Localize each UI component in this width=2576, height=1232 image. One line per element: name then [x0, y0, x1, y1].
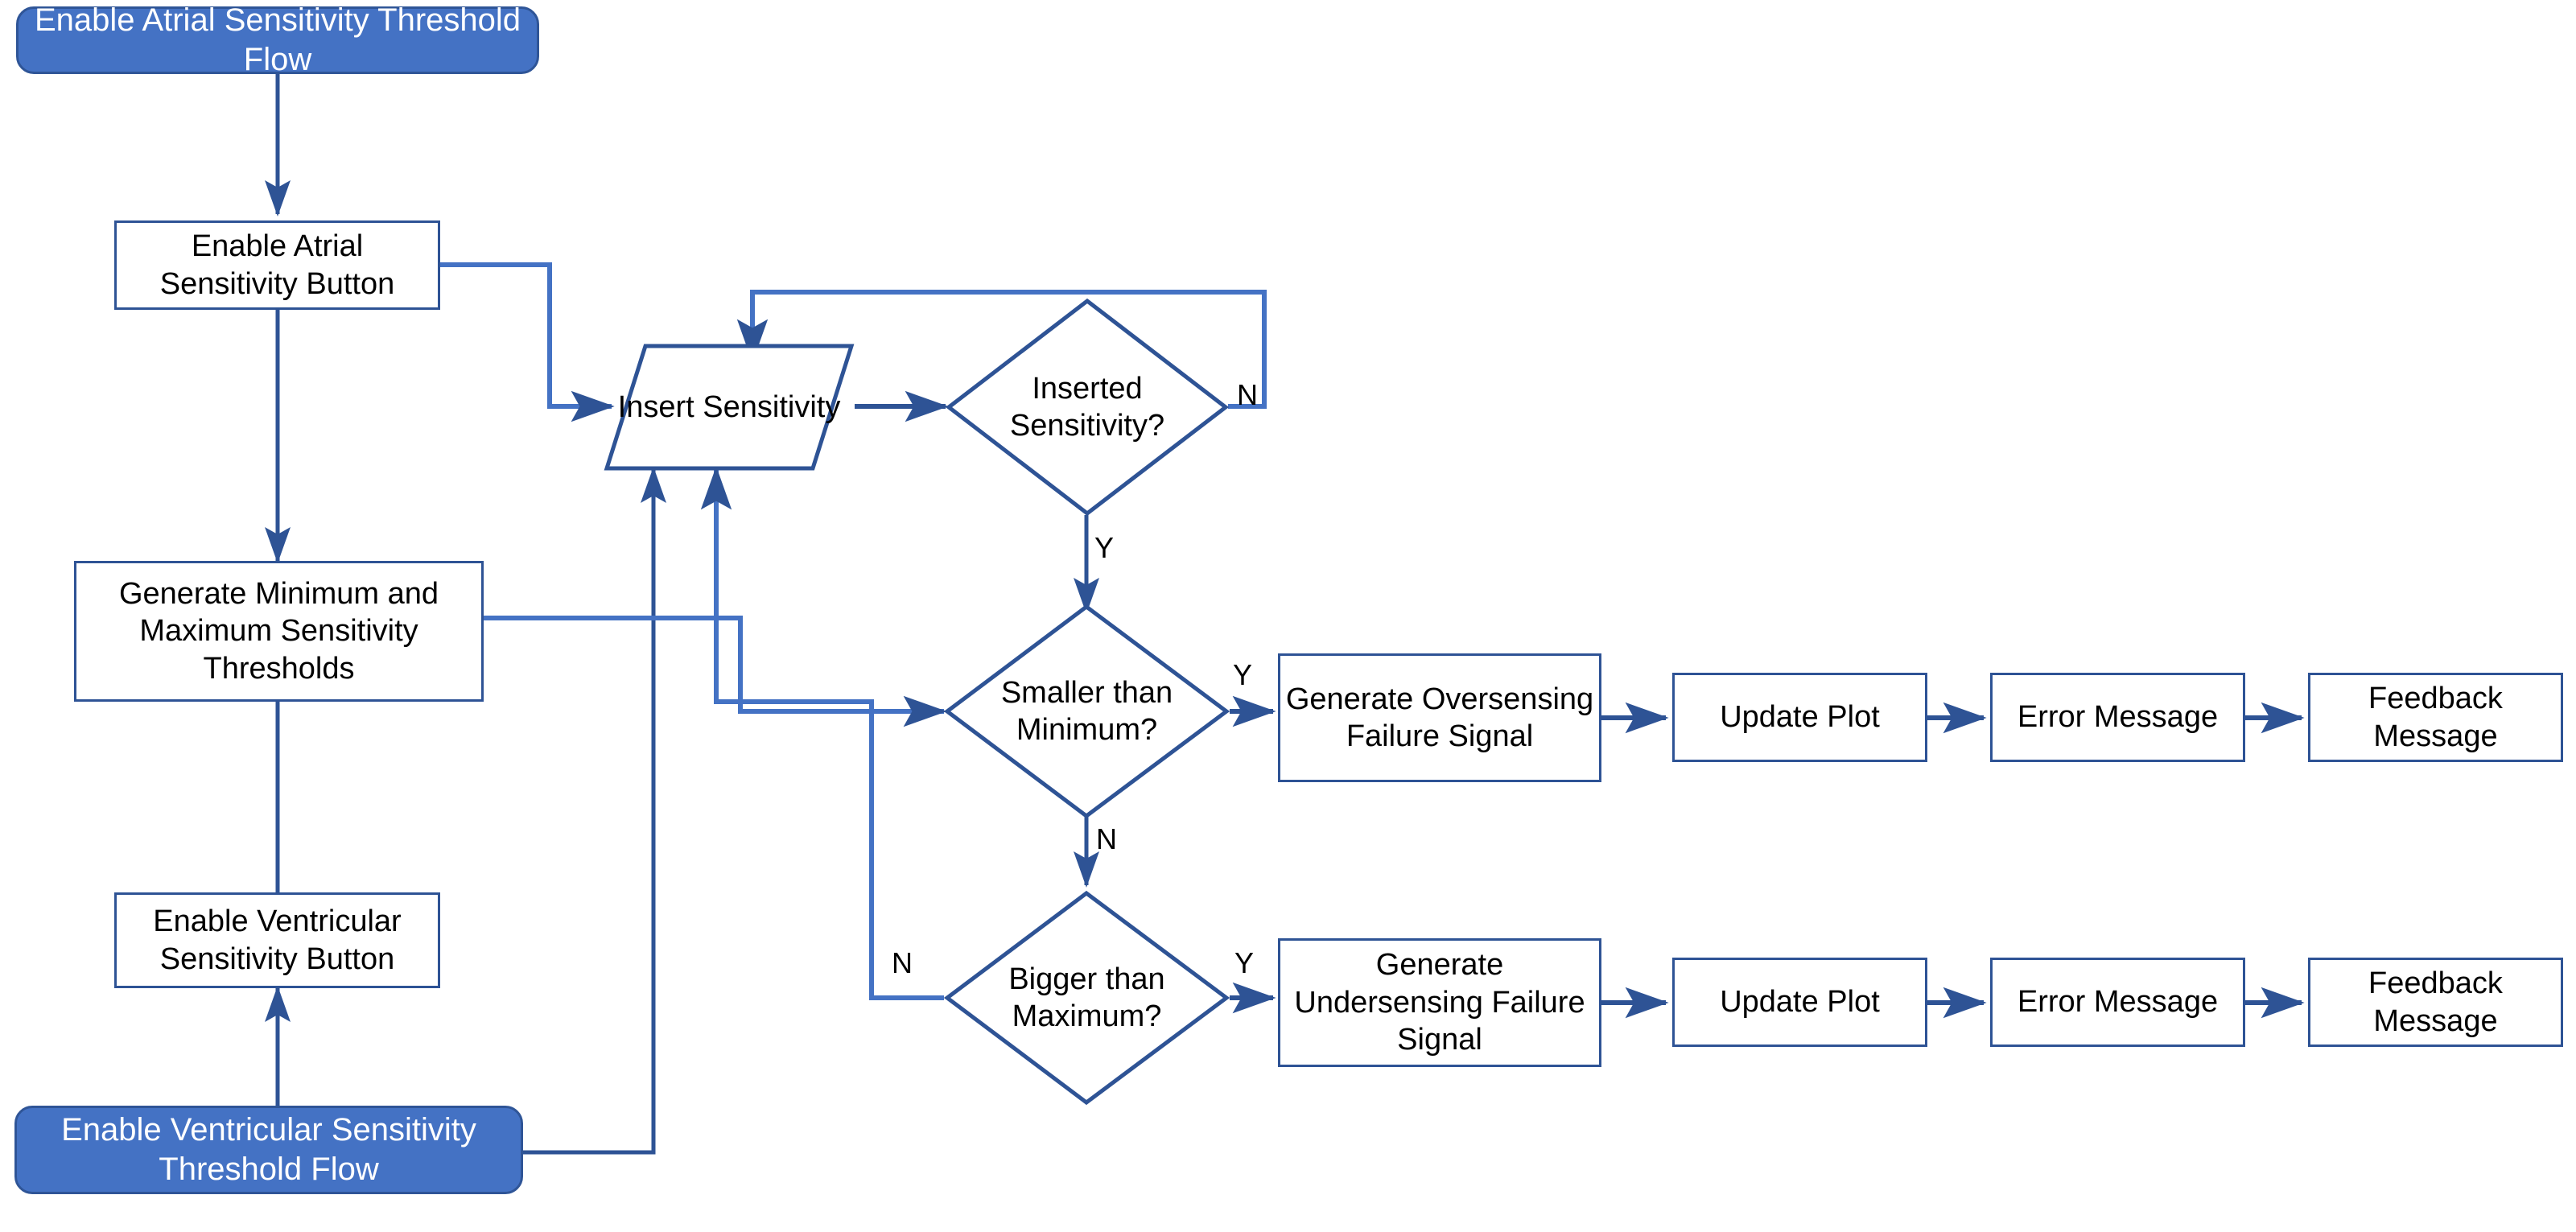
- node-feedback-message-bottom-label: Feedback Message: [2368, 966, 2503, 1038]
- node-ventricular-button[interactable]: Enable Ventricular Sensitivity Button: [114, 892, 440, 988]
- node-atrial-button-label: Enable Atrial Sensitivity Button: [159, 229, 395, 301]
- node-insert-sensitivity[interactable]: Insert Sensitivity: [604, 343, 855, 472]
- node-atrial-button[interactable]: Enable Atrial Sensitivity Button: [114, 220, 440, 310]
- node-update-plot-bottom[interactable]: Update Plot: [1672, 958, 1927, 1047]
- node-ventricular-flow-label: Enable Ventricular Sensitivity Threshold…: [61, 1112, 476, 1187]
- node-generate-undersensing[interactable]: Generate Undersensing Failure Signal: [1278, 938, 1601, 1067]
- node-smaller-than-minimum[interactable]: Smaller than Minimum?: [944, 604, 1230, 819]
- edge-label-inserted-no: N: [1237, 378, 1258, 411]
- node-generate-undersensing-label: Generate Undersensing Failure Signal: [1294, 948, 1585, 1057]
- node-update-plot-bottom-label: Update Plot: [1720, 985, 1880, 1020]
- node-generate-oversensing-label: Generate Oversensing Failure Signal: [1285, 682, 1594, 753]
- diamond-shape: [946, 298, 1229, 517]
- diamond-shape: [944, 890, 1230, 1106]
- node-feedback-message-top-label: Feedback Message: [2368, 682, 2503, 753]
- node-generate-oversensing[interactable]: Generate Oversensing Failure Signal: [1278, 653, 1601, 782]
- node-error-message-bottom-label: Error Message: [2017, 985, 2219, 1020]
- edge-label-inserted-yes: Y: [1094, 531, 1115, 564]
- node-inserted-sensitivity[interactable]: Inserted Sensitivity?: [946, 298, 1229, 517]
- node-ventricular-flow[interactable]: Enable Ventricular Sensitivity Threshold…: [14, 1106, 523, 1194]
- node-update-plot-top[interactable]: Update Plot: [1672, 673, 1927, 762]
- node-smaller-than-minimum-label: Smaller than Minimum?: [1000, 675, 1173, 747]
- node-bigger-than-maximum[interactable]: Bigger than Maximum?: [944, 890, 1230, 1106]
- node-feedback-message-top[interactable]: Feedback Message: [2308, 673, 2563, 762]
- node-inserted-sensitivity-label: Inserted Sensitivity?: [1009, 371, 1165, 443]
- node-error-message-top[interactable]: Error Message: [1990, 673, 2245, 762]
- diamond-shape: [944, 604, 1230, 819]
- node-bigger-than-maximum-label: Bigger than Maximum?: [1008, 962, 1165, 1033]
- node-update-plot-top-label: Update Plot: [1720, 700, 1880, 735]
- parallelogram-shape: [604, 344, 855, 471]
- node-error-message-top-label: Error Message: [2017, 700, 2219, 735]
- node-ventricular-button-label: Enable Ventricular Sensitivity Button: [153, 904, 402, 976]
- edge-label-bigger-yes: Y: [1234, 946, 1255, 979]
- node-atrial-flow-label: Enable Atrial Sensitivity Threshold Flow: [34, 2, 521, 77]
- node-feedback-message-bottom[interactable]: Feedback Message: [2308, 958, 2563, 1047]
- edge-label-smaller-no: N: [1096, 822, 1117, 855]
- node-generate-thresholds-label: Generate Minimum and Maximum Sensitivity…: [118, 576, 439, 686]
- node-insert-sensitivity-label: Insert Sensitivity: [617, 389, 841, 424]
- node-atrial-flow[interactable]: Enable Atrial Sensitivity Threshold Flow: [16, 2, 539, 77]
- node-error-message-bottom[interactable]: Error Message: [1990, 958, 2245, 1047]
- node-generate-thresholds[interactable]: Generate Minimum and Maximum Sensitivity…: [74, 561, 484, 702]
- edge-label-smaller-yes: Y: [1233, 658, 1253, 691]
- edge-label-bigger-no: N: [892, 946, 913, 979]
